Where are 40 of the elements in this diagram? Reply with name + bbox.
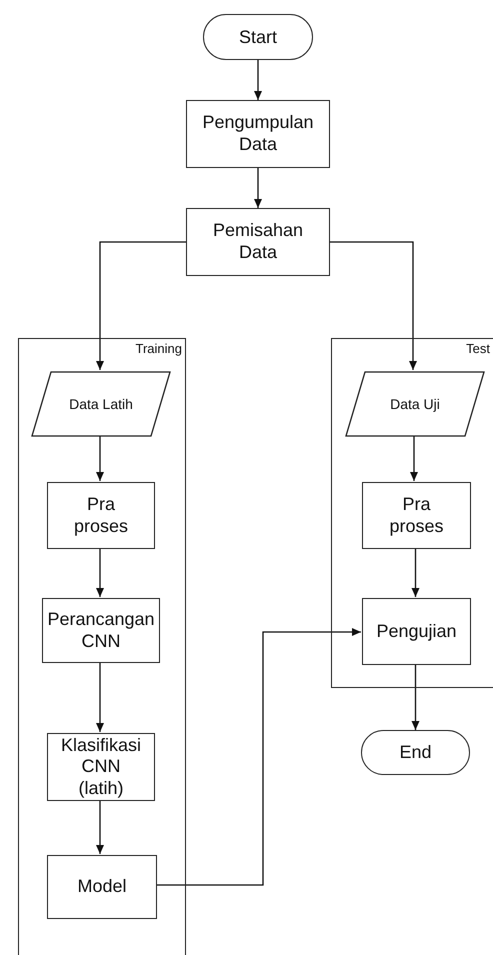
process-box [47,482,155,549]
node-label: Model [77,876,127,898]
node-label: Pemisahan Data [212,220,304,264]
process-box [42,598,160,663]
end-terminator [361,730,470,775]
arrow [410,436,418,481]
arrow [96,800,104,854]
process-box [47,855,157,919]
data-parallelogram [31,371,171,437]
arrow [254,60,262,100]
data-parallelogram [345,371,485,437]
lane-title: Test [466,341,490,356]
process-box [362,482,471,549]
process-box [186,208,330,276]
lane-title: Training [136,341,182,356]
node-label: Pra proses [388,494,445,538]
node-label: Perancangan CNN [47,608,155,652]
arrow [96,548,104,597]
node-label: Start [238,26,277,48]
swimlane [18,338,186,955]
arrow [254,168,262,208]
node-label: Klasifikasi CNN (latih) [60,734,142,800]
arrow [330,241,417,370]
arrow [412,664,420,730]
node-label: Data Uji [390,394,440,414]
node-label: Data Latih [69,394,133,414]
process-box [362,598,471,665]
arrow [96,241,186,370]
node-label: Pengumpulan Data [201,112,315,156]
arrow [412,548,420,597]
arrow [96,436,104,481]
start-terminator [203,14,313,60]
process-box [47,733,155,801]
node-label: Pengujian [376,620,457,642]
arrow [96,662,104,732]
node-label: Pra proses [72,494,130,538]
process-box [186,100,330,168]
swimlane [331,338,493,688]
arrow [156,628,361,886]
node-label: End [399,742,432,763]
